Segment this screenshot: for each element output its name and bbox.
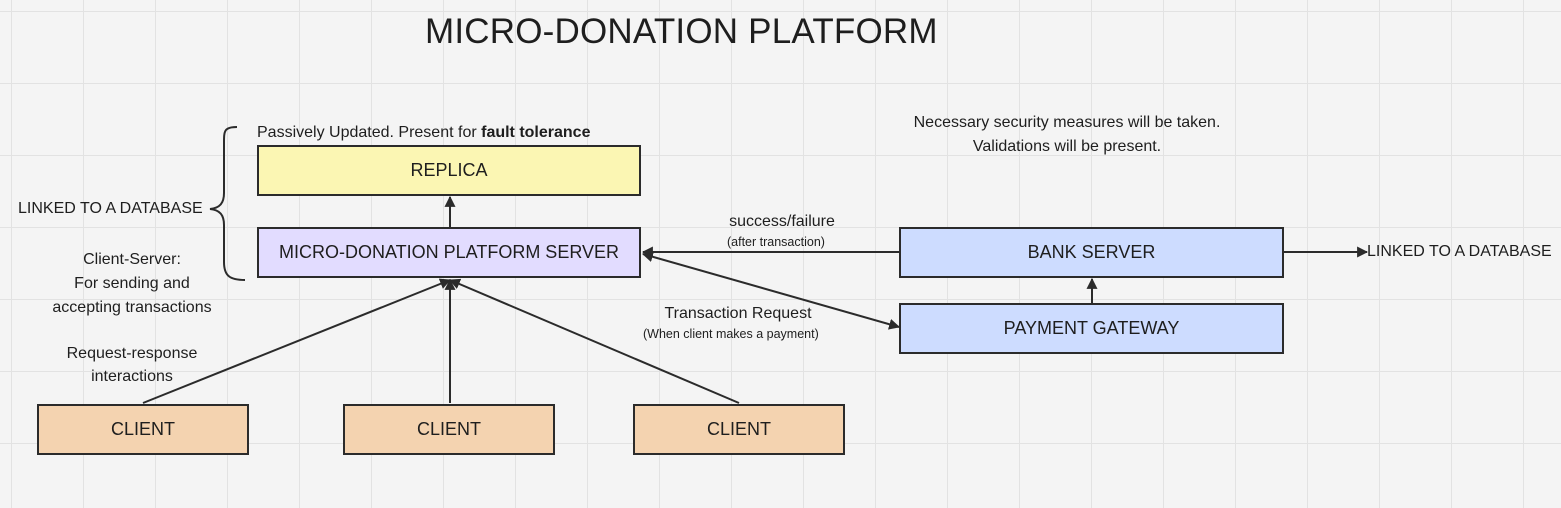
replica-note-text: Passively Updated. Present for: [257, 124, 482, 141]
transaction-request-label: Transaction Request: [664, 305, 812, 322]
client-server-note-line2: For sending and: [74, 275, 190, 292]
client-label-1: CLIENT: [110, 419, 175, 439]
transaction-request-sublabel: (When client makes a payment): [643, 327, 819, 341]
platform-server-box[interactable]: MICRO-DONATION PLATFORM SERVER: [257, 227, 641, 278]
client-server-note-line1: Client-Server:: [83, 251, 181, 268]
client-server-note-line3: accepting transactions: [52, 299, 212, 316]
client-box-1[interactable]: CLIENT: [37, 404, 249, 455]
linked-db-left-label: LINKED TO A DATABASE: [18, 200, 203, 217]
request-response-line1: Request-response: [66, 345, 198, 362]
payment-gateway-label: PAYMENT GATEWAY: [1003, 318, 1180, 338]
client-box-2[interactable]: CLIENT: [343, 404, 555, 455]
success-failure-label: success/failure: [729, 213, 835, 230]
success-failure-sublabel: (after transaction): [727, 235, 825, 249]
bank-server-box[interactable]: BANK SERVER: [899, 227, 1284, 278]
client-label-2: CLIENT: [416, 419, 481, 439]
security-note-line1: Necessary security measures will be take…: [913, 114, 1221, 131]
replica-box[interactable]: REPLICA: [257, 145, 641, 196]
diagram-title: MICRO-DONATION PLATFORM: [425, 12, 938, 51]
client-label-3: CLIENT: [706, 419, 771, 439]
request-response-note: Request-response interactions: [52, 342, 212, 388]
client-server-note: Client-Server: For sending and accepting…: [30, 248, 234, 320]
platform-server-label: MICRO-DONATION PLATFORM SERVER: [278, 242, 620, 262]
security-note: Necessary security measures will be take…: [892, 111, 1242, 159]
replica-label: REPLICA: [410, 160, 488, 180]
payment-gateway-box[interactable]: PAYMENT GATEWAY: [899, 303, 1284, 354]
request-response-line2: interactions: [91, 368, 173, 385]
security-note-line2: Validations will be present.: [972, 138, 1162, 155]
bank-server-label: BANK SERVER: [1027, 242, 1156, 262]
replica-note: Passively Updated. Present for fault tol…: [257, 124, 590, 142]
client-box-3[interactable]: CLIENT: [633, 404, 845, 455]
replica-note-bold: fault tolerance: [481, 124, 591, 141]
edge-client3-to-server: [448, 278, 740, 404]
linked-db-right-label: LINKED TO A DATABASE: [1367, 243, 1552, 260]
